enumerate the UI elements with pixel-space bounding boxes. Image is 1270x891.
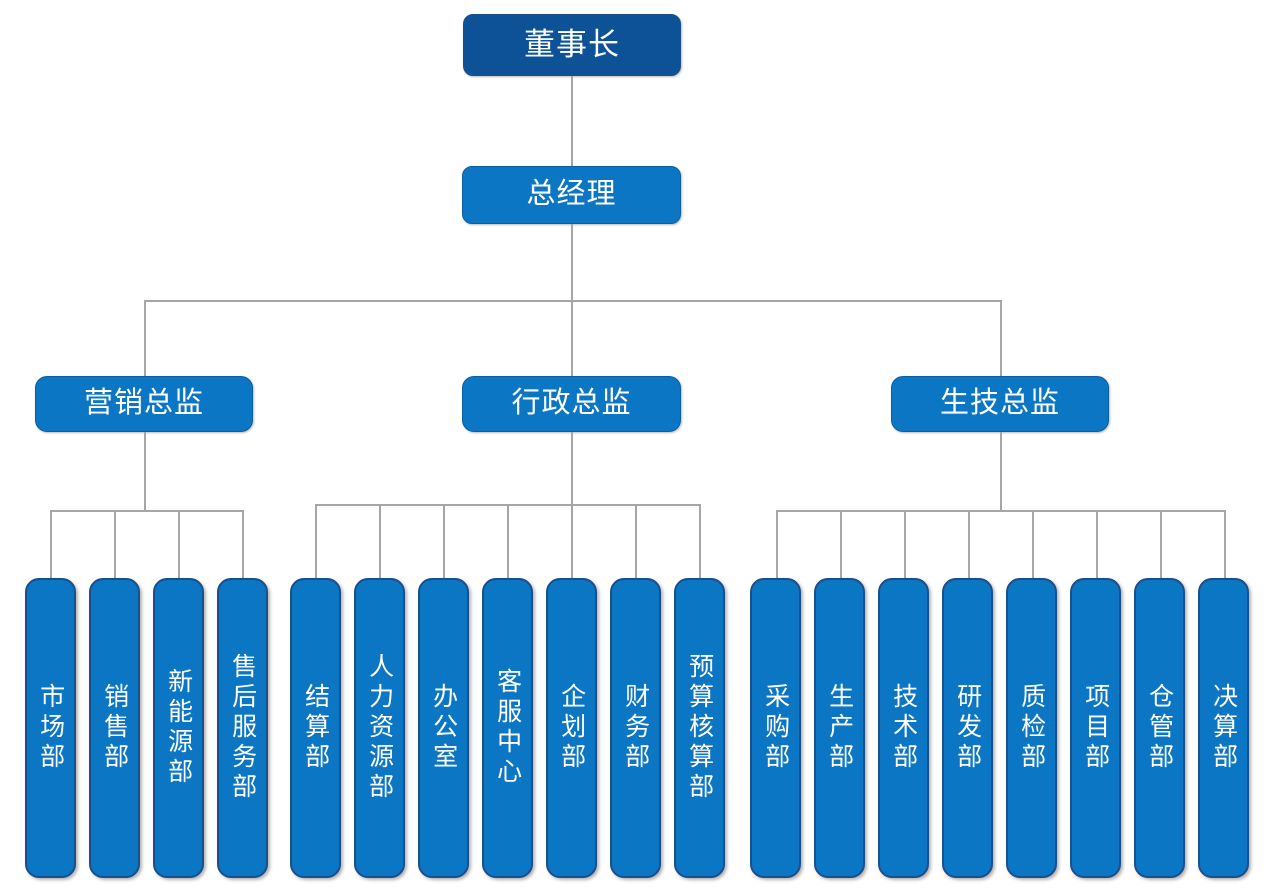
node-dept-label: 人力资源部 — [365, 653, 394, 803]
node-director-marketing-label: 营销总监 — [83, 387, 204, 420]
connector-bus-to-marketing — [144, 300, 146, 376]
connector-production-leaf-0 — [776, 510, 778, 578]
connector-chairman-to-gm — [571, 76, 573, 166]
node-dept-administration-1[interactable]: 人力资源部 — [354, 578, 405, 878]
connector-production-leaf-6 — [1160, 510, 1162, 578]
connector-administration-leaf-4 — [571, 504, 573, 578]
node-dept-label: 项目部 — [1081, 683, 1110, 773]
node-dept-administration-2[interactable]: 办公室 — [418, 578, 469, 878]
node-dept-production-6[interactable]: 仓管部 — [1134, 578, 1185, 878]
connector-production-leaf-5 — [1096, 510, 1098, 578]
connector-marketing-leaf-3 — [242, 510, 244, 578]
node-dept-label: 决算部 — [1209, 683, 1238, 773]
connector-administration-leaf-6 — [699, 504, 701, 578]
node-dept-label: 市场部 — [36, 683, 65, 773]
node-dept-administration-3[interactable]: 客服中心 — [482, 578, 533, 878]
node-dept-label: 办公室 — [429, 683, 458, 773]
node-dept-production-4[interactable]: 质检部 — [1006, 578, 1057, 878]
node-director-marketing[interactable]: 营销总监 — [35, 376, 253, 432]
node-dept-production-2[interactable]: 技术部 — [878, 578, 929, 878]
node-dept-production-1[interactable]: 生产部 — [814, 578, 865, 878]
connector-administration-leaf-2 — [443, 504, 445, 578]
connector-marketing-leaf-0 — [50, 510, 52, 578]
node-dept-marketing-3[interactable]: 售后服务部 — [217, 578, 268, 878]
connector-marketing-leaf-1 — [114, 510, 116, 578]
node-dept-production-0[interactable]: 采购部 — [750, 578, 801, 878]
node-dept-label: 技术部 — [889, 683, 918, 773]
node-director-administration[interactable]: 行政总监 — [462, 376, 681, 432]
connector-administration-leaf-3 — [507, 504, 509, 578]
node-director-production-label: 生技总监 — [939, 387, 1060, 420]
node-dept-label: 财务部 — [621, 683, 650, 773]
node-dept-administration-5[interactable]: 财务部 — [610, 578, 661, 878]
node-dept-marketing-2[interactable]: 新能源部 — [153, 578, 204, 878]
connector-administration-drop — [571, 432, 573, 506]
connector-production-leaf-3 — [968, 510, 970, 578]
connector-production-leaf-2 — [904, 510, 906, 578]
node-dept-marketing-1[interactable]: 销售部 — [89, 578, 140, 878]
connector-marketing-leaf-2 — [178, 510, 180, 578]
node-dept-administration-6[interactable]: 预算核算部 — [674, 578, 725, 878]
connector-administration-leaf-1 — [379, 504, 381, 578]
connector-marketing-bus — [50, 510, 244, 512]
connector-marketing-drop — [144, 432, 146, 512]
node-general-manager-label: 总经理 — [526, 178, 617, 211]
node-dept-label: 客服中心 — [493, 668, 522, 788]
node-dept-label: 销售部 — [100, 683, 129, 773]
node-chairman-label: 董事长 — [524, 27, 620, 63]
connector-production-leaf-7 — [1224, 510, 1226, 578]
node-dept-label: 企划部 — [557, 683, 586, 773]
node-dept-label: 预算核算部 — [685, 653, 714, 803]
node-dept-production-7[interactable]: 决算部 — [1198, 578, 1249, 878]
node-dept-label: 新能源部 — [164, 668, 193, 788]
node-dept-label: 仓管部 — [1145, 683, 1174, 773]
node-dept-label: 质检部 — [1017, 683, 1046, 773]
connector-production-leaf-4 — [1032, 510, 1034, 578]
node-dept-label: 研发部 — [953, 683, 982, 773]
node-dept-administration-0[interactable]: 结算部 — [290, 578, 341, 878]
connector-production-bus — [776, 510, 1226, 512]
connector-administration-leaf-0 — [315, 504, 317, 578]
connector-production-drop — [1000, 432, 1002, 512]
node-director-administration-label: 行政总监 — [511, 387, 632, 420]
node-dept-label: 采购部 — [761, 683, 790, 773]
connector-division-bus — [144, 300, 1002, 302]
node-dept-marketing-0[interactable]: 市场部 — [25, 578, 76, 878]
node-chairman[interactable]: 董事长 — [463, 14, 681, 76]
connector-bus-to-production — [1000, 300, 1002, 376]
connector-administration-leaf-5 — [635, 504, 637, 578]
connector-production-leaf-1 — [840, 510, 842, 578]
node-dept-label: 生产部 — [825, 683, 854, 773]
node-director-production[interactable]: 生技总监 — [891, 376, 1109, 432]
node-dept-production-5[interactable]: 项目部 — [1070, 578, 1121, 878]
node-dept-production-3[interactable]: 研发部 — [942, 578, 993, 878]
node-dept-label: 售后服务部 — [228, 653, 257, 803]
node-general-manager[interactable]: 总经理 — [462, 166, 681, 224]
node-dept-label: 结算部 — [301, 683, 330, 773]
node-dept-administration-4[interactable]: 企划部 — [546, 578, 597, 878]
